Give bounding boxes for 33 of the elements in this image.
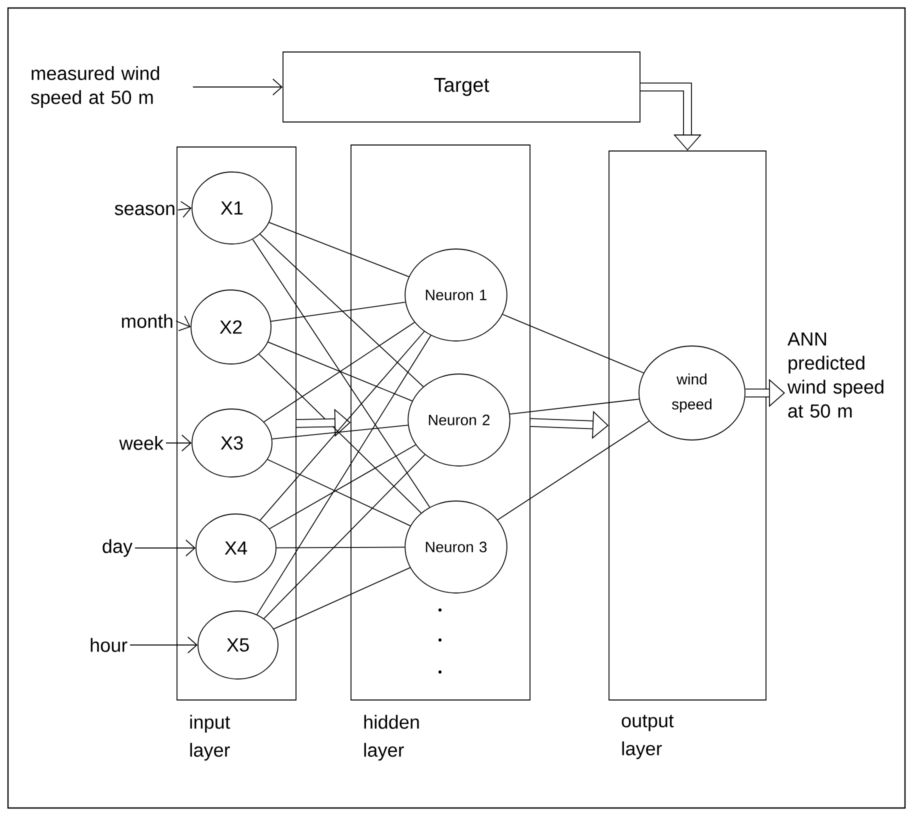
input-label: measured wind speed at 50 m [31, 66, 160, 108]
node-label: hidden layer [364, 714, 419, 761]
connection-line [258, 354, 422, 514]
node-label: output layer [622, 714, 674, 760]
connection-line [273, 567, 410, 630]
connection-line [269, 444, 416, 530]
connection-line [264, 454, 426, 620]
arrow [166, 434, 192, 452]
connection-line [268, 342, 413, 402]
connection-line [264, 322, 415, 422]
arrow [130, 636, 198, 654]
node-label: input layer [190, 714, 230, 761]
connection-line [276, 546, 406, 548]
input-label: day [102, 539, 132, 557]
connection-line [272, 424, 408, 440]
input-label: month [122, 314, 172, 328]
connection-line [256, 335, 432, 616]
connection-line [260, 331, 425, 521]
input-label: ANN predicted wind speed at 50 m [787, 332, 884, 418]
connection-line [268, 222, 410, 278]
target-box: Target [282, 52, 640, 122]
connection-line [267, 459, 411, 526]
connection-line [502, 314, 644, 374]
input-label: season [114, 204, 174, 216]
connection-line [510, 398, 640, 415]
connection-line [252, 238, 430, 508]
connection-line [270, 302, 406, 322]
arrow [192, 78, 283, 96]
input-label: week [119, 436, 164, 450]
connection-line [260, 234, 424, 388]
input-label: hour [90, 638, 128, 652]
connection-line [497, 420, 650, 520]
arrow [134, 540, 196, 556]
